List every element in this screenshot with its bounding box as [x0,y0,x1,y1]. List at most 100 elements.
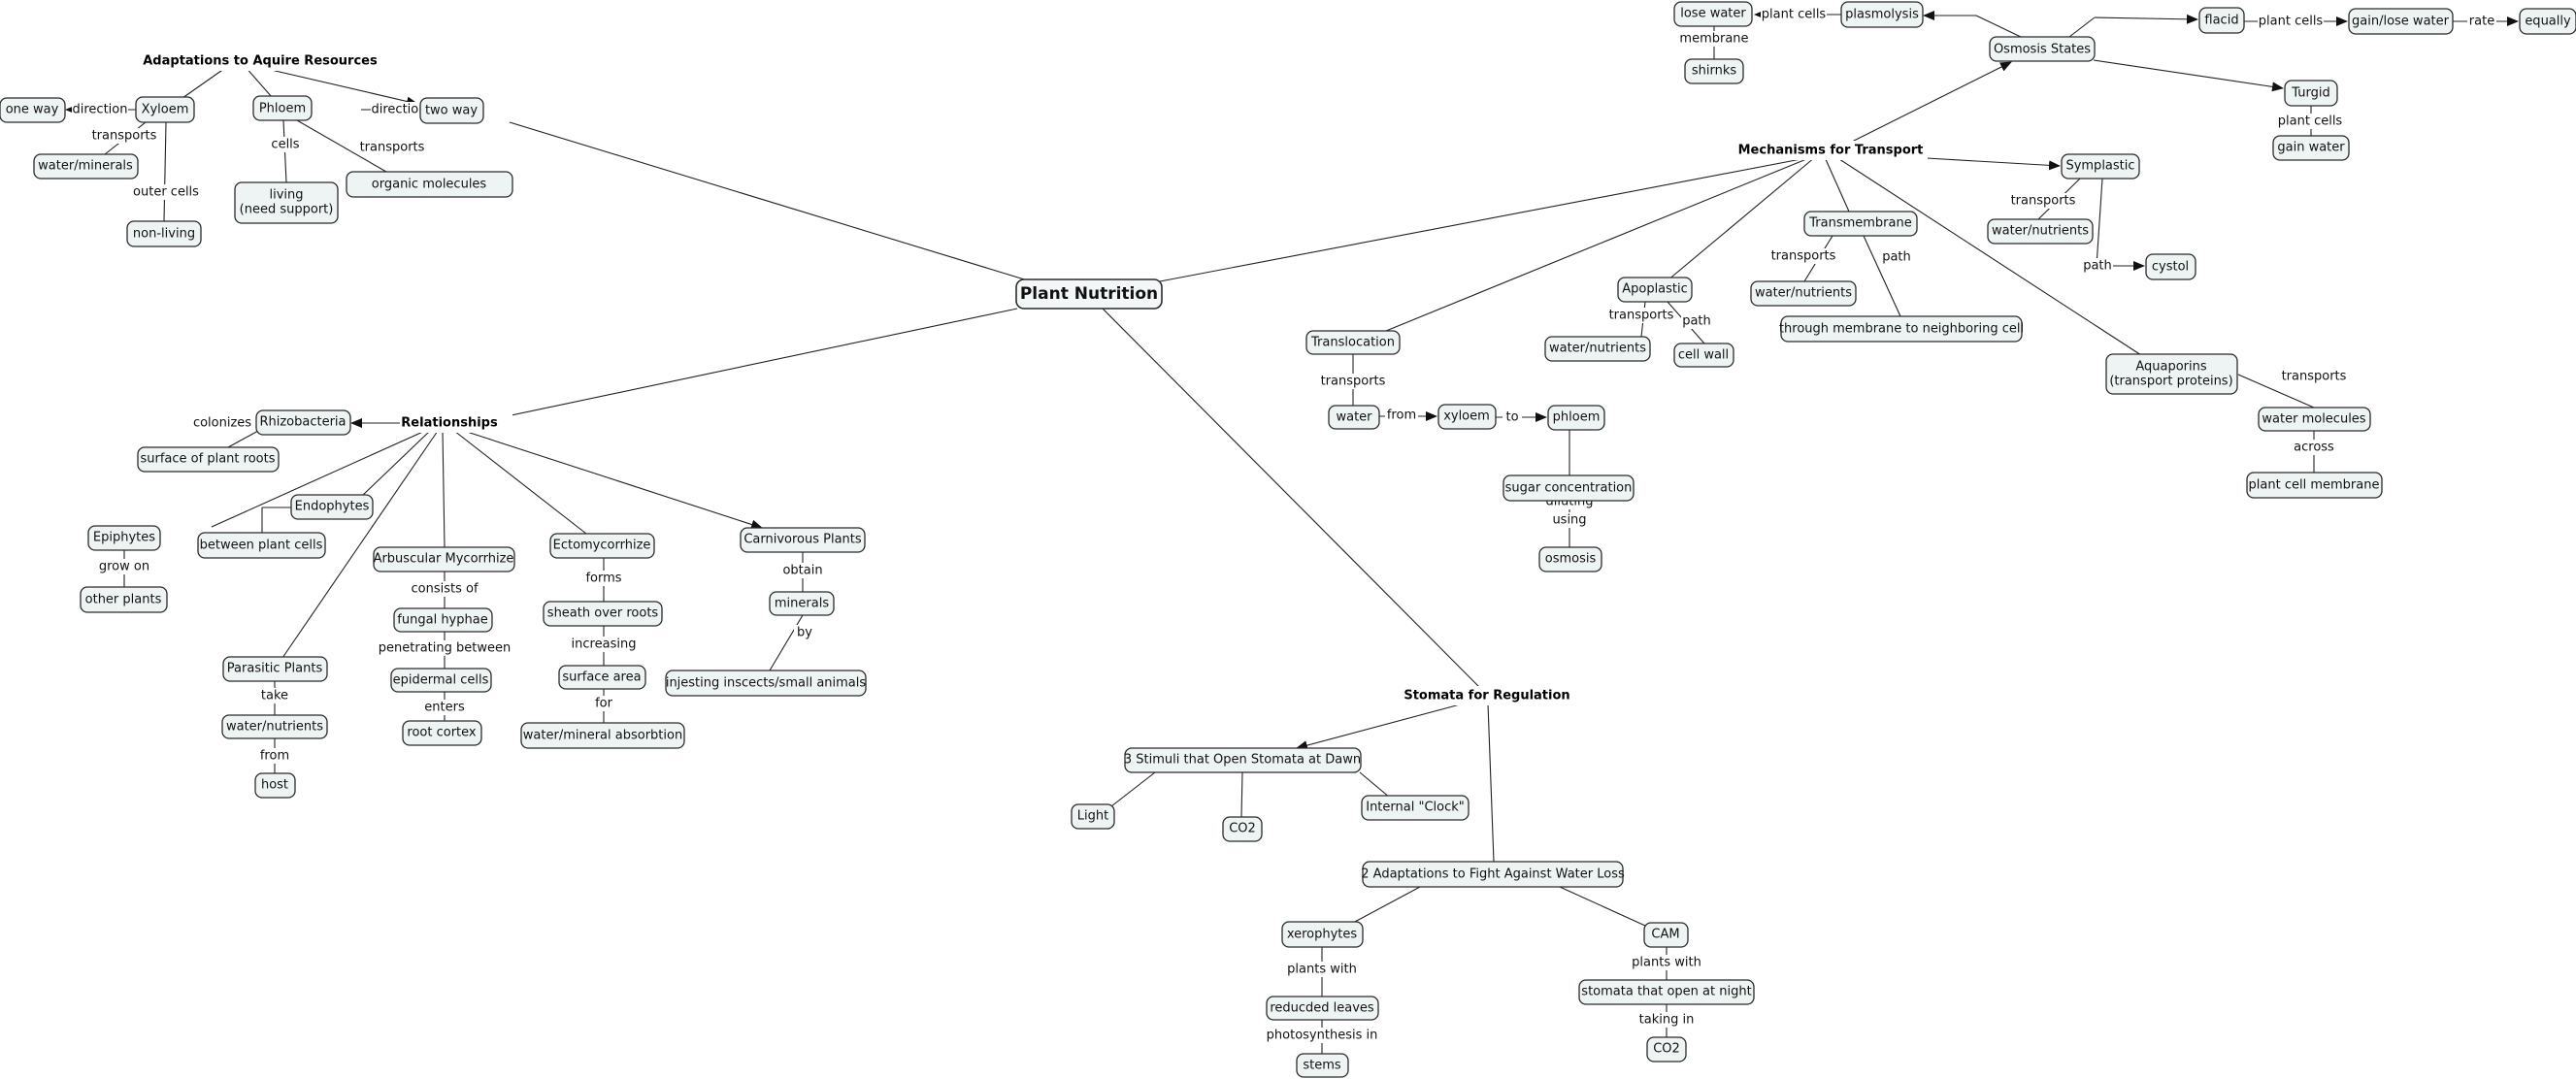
node-symplastic[interactable]: Symplastic [2061,153,2140,180]
node-stomata-night[interactable]: stomata that open at night [1578,979,1755,1005]
label-membrane: membrane [1679,32,1748,47]
node-xerophytes[interactable]: xerophytes [1281,921,1364,948]
node-organic-molecules[interactable]: organic molecules [346,171,513,198]
node-cystol[interactable]: cystol [2145,253,2196,280]
node-xyloem-mid[interactable]: xyloem [1437,404,1497,430]
node-apo-water-nutrients[interactable]: water/nutrients [1544,336,1651,362]
link-label: taking in [1637,1012,1696,1028]
edge-rel-ecto [453,430,587,535]
node-living[interactable]: living (need support) [234,181,339,224]
node-cam[interactable]: CAM [1643,922,1689,948]
node-one-way[interactable]: one way [0,97,66,123]
node-translocation[interactable]: Translocation [1305,330,1401,355]
node-label: Internal "Clock" [1366,801,1465,815]
node-label: minerals [775,597,829,611]
node-internal-clock[interactable]: Internal "Clock" [1361,795,1470,821]
node-water[interactable]: water [1328,405,1380,430]
node-sym-water-nutrients[interactable]: water/nutrients [1987,218,2094,245]
node-par-water-nutrients[interactable]: water/nutrients [221,714,328,739]
node-injesting[interactable]: injesting inscects/small animals [665,670,867,697]
link-label: photosynthesis in [1267,1028,1377,1043]
node-equally[interactable]: equally [2519,8,2576,35]
edge-minerals-injesting [769,614,804,671]
node-phloem-mid[interactable]: phloem [1547,405,1605,431]
link-label: transports [1609,308,1674,323]
node-co2-stim[interactable]: CO2 [1222,816,1263,842]
header-adaptations: Adaptations to Aquire Resources [143,54,378,69]
header-relationships: Relationships [401,416,498,431]
node-co2-cam[interactable]: CO2 [1646,1036,1687,1063]
node-surface-area[interactable]: surface area [558,665,646,690]
edge-stimuli-clock [1359,771,1391,799]
node-three-stimuli[interactable]: 3 Stimuli that Open Stomata at Dawn [1124,747,1362,773]
node-tm-water-nutrients[interactable]: water/nutrients [1750,280,1857,307]
node-sugar-concentration[interactable]: sugar concentration [1503,474,1635,502]
label-transports-xyloem: transports [92,129,157,144]
node-non-living[interactable]: non-living [126,220,202,247]
node-shrinks[interactable]: shirnks [1684,58,1744,84]
label-transports-tm: transports [1771,249,1836,264]
node-carnivorous[interactable]: Carnivorous Plants [740,527,866,553]
node-through-membrane[interactable]: through membrane to neighboring cell [1779,315,2024,343]
node-two-adaptations[interactable]: 2 Adaptations to Fight Against Water Los… [1361,861,1625,888]
node-sheath-over-roots[interactable]: sheath over roots [543,601,663,627]
node-turgid[interactable]: Turgid [2284,80,2338,107]
node-reduced-leaves[interactable]: reducded leaves [1266,996,1379,1021]
node-minerals[interactable]: minerals [769,591,835,616]
node-gain-water[interactable]: gain water [2272,135,2350,161]
label-grow-on: grow on [99,560,149,574]
node-water-minerals[interactable]: water/minerals [33,153,139,180]
node-epiphytes[interactable]: Epiphytes [87,525,161,551]
node-between-plant-cells[interactable]: between plant cells [197,532,326,559]
link-label: transports [1771,248,1836,264]
node-plant-cell-membrane[interactable]: plant cell membrane [2246,472,2383,499]
label-colonizes: colonizes [193,416,251,431]
edge-central-adaptations [509,121,1032,282]
edge-osmosis-flacid-2 [2094,14,2198,24]
central-label: Plant Nutrition [1020,284,1158,304]
link-label: transports [92,128,157,144]
node-gain-lose-water[interactable]: gain/lose water [2348,8,2454,35]
node-osmosis-states[interactable]: Osmosis States [1989,36,2096,62]
link-label: by [794,625,815,640]
edge-adapt-cam [1559,886,1646,927]
node-two-way[interactable]: two way [419,97,484,124]
node-root-cortex[interactable]: root cortex [402,720,482,746]
node-aquaporins[interactable]: Aquaporins (transport proteins) [2105,353,2238,395]
node-endophytes[interactable]: Endophytes [290,494,374,520]
node-apoplastic[interactable]: Apoplastic [1617,277,1693,303]
label-to: to [1505,410,1518,425]
link-label: colonizes [192,415,252,431]
node-phloem-left[interactable]: Phloem [252,95,313,121]
node-label: CO2 [1653,1042,1680,1057]
node-water-molecules[interactable]: water molecules [2258,407,2371,432]
node-light[interactable]: Light [1071,803,1115,830]
edge-adapt-xyloem [182,65,229,99]
edge-adapt-phloem [244,65,273,98]
node-cell-wall[interactable]: cell wall [1673,343,1734,368]
node-epidermal-cells[interactable]: epidermal cells [390,668,492,693]
node-transmembrane[interactable]: Transmembrane [1803,211,1918,237]
node-osmosis[interactable]: osmosis [1538,546,1602,572]
link-label: transports [360,140,425,155]
node-plant-nutrition[interactable]: Plant Nutrition [1015,278,1163,310]
node-parasitic[interactable]: Parasitic Plants [222,656,328,682]
node-lose-water[interactable]: lose water [1673,1,1753,27]
node-flacid[interactable]: flacid [2198,7,2245,34]
node-fungal-hyphae[interactable]: fungal hyphae [393,607,493,633]
link-label: membrane [1679,31,1749,47]
node-surface-plant-roots[interactable]: surface of plant roots [137,446,280,473]
header-stomata: Stomata for Regulation [1404,689,1569,703]
node-stems[interactable]: stems [1296,1053,1349,1078]
node-xyloem[interactable]: Xyloem [135,96,195,123]
node-water-mineral-absorption[interactable]: water/mineral absorbtion [520,722,685,749]
node-label: plasmolysis [1845,8,1919,22]
node-host[interactable]: host [254,772,296,799]
label-transports-phloem: transports [360,141,425,155]
node-other-plants[interactable]: other plants [80,586,168,613]
node-rhizobacteria[interactable]: Rhizobacteria [255,409,351,436]
node-arbuscular[interactable]: Arbuscular Mycorrhize [373,546,515,572]
node-ectomycorrhize[interactable]: Ectomycorrhize [549,533,655,559]
node-plasmolysis[interactable]: plasmolysis [1840,1,1924,28]
node-label: stems [1303,1059,1341,1073]
